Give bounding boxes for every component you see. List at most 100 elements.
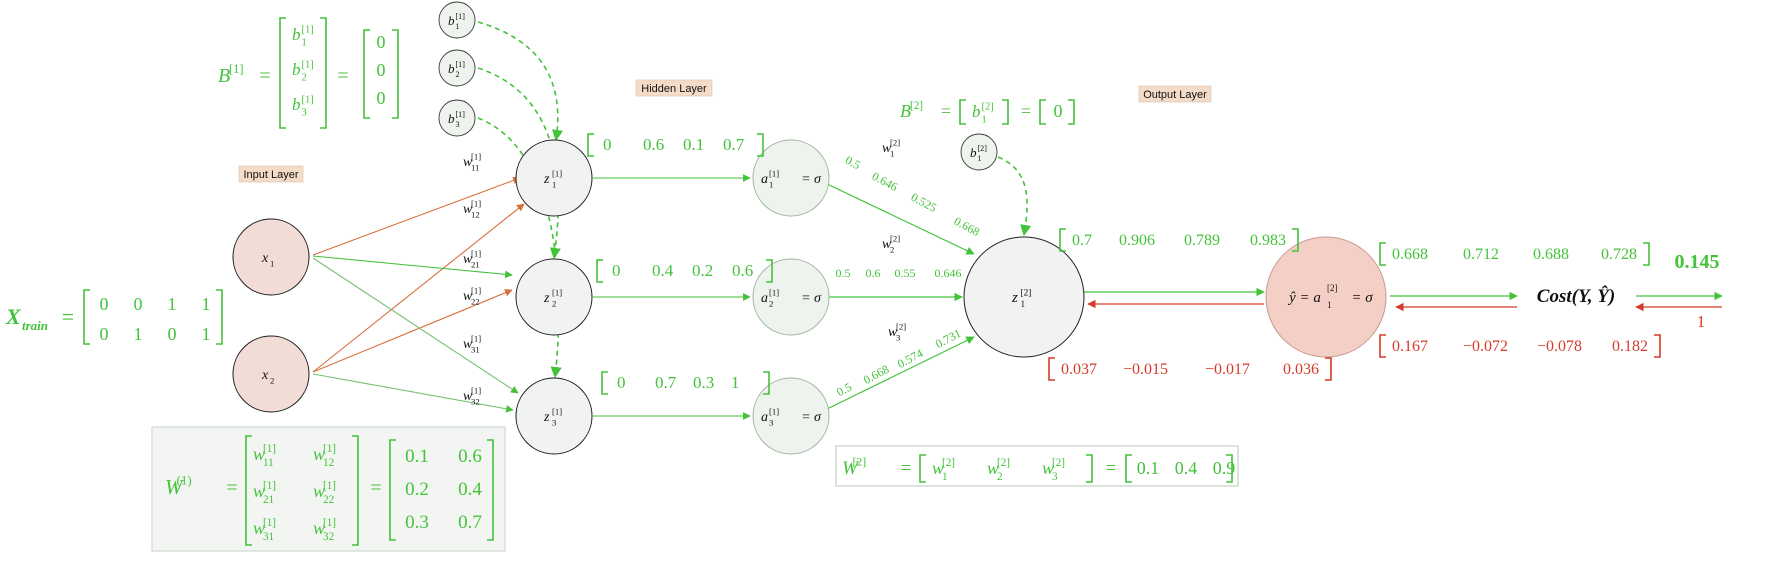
- hidden-node-a1: [752, 139, 830, 217]
- w2-symbol-2-base: w: [987, 458, 999, 478]
- a-node-label-1-sub: 1: [769, 179, 773, 189]
- z2-node-label: z[2]1: [1011, 288, 1031, 310]
- z1-value: 0.6: [643, 135, 664, 154]
- xtrain-rbracket: [216, 289, 223, 345]
- input-layer-label: Input Layer: [243, 169, 298, 181]
- w1-symbol-11: w[1]11: [253, 443, 276, 469]
- a1-value: 0.646: [935, 266, 962, 280]
- w2-symbol-3-sup: [2]: [1052, 457, 1065, 469]
- w1-eq2: =: [370, 477, 381, 499]
- bias1-entry-1-sup: [1]: [302, 24, 314, 35]
- w2-eq2: =: [1106, 458, 1117, 479]
- w1-matrix-box: [151, 426, 506, 552]
- bias-hidden-label-1-sub: 1: [456, 22, 460, 31]
- bias1-sym-lbracket: [279, 17, 286, 129]
- xtrain-eq: =: [62, 304, 74, 329]
- output-weight-label-3: w[2]3: [888, 322, 906, 343]
- w1-symbol-21-base: w: [253, 481, 265, 501]
- hidden-weight-label-11-sup: [1]: [471, 152, 481, 162]
- hidden-node-z3: [515, 377, 593, 455]
- a-node-label-2: a[1]2: [761, 288, 779, 309]
- a1-value: 0.731: [933, 326, 963, 351]
- output-node-z2: [963, 236, 1085, 358]
- z2-grad-values-rbracket: [1325, 357, 1332, 381]
- z1-value: 0: [612, 261, 621, 280]
- z1-value: 0.7: [655, 373, 677, 392]
- w1-symbol-21-sub: 21: [263, 494, 274, 506]
- bias1-value: 0: [377, 88, 386, 108]
- input-layer-label-bg: [238, 165, 304, 183]
- bias1-lhs-sup: [1]: [229, 62, 243, 76]
- bias1-sym-rbracket: [320, 17, 327, 129]
- w1-symbol-31-sub: 31: [263, 531, 274, 543]
- yhat-grad-values-lbracket: [1379, 334, 1386, 358]
- z-node-label-1-sub: 1: [552, 179, 556, 189]
- bias1-entry-3-base: b: [292, 95, 301, 114]
- input-node-label-1-base: x: [261, 251, 269, 266]
- bias1-entry-1: b[1]1: [292, 24, 314, 48]
- yhat-values-value: 0.688: [1533, 246, 1569, 263]
- output-weight-label-2-base: w: [882, 237, 892, 252]
- bias2-equation: B[2]=b[2]1=0: [900, 99, 1075, 125]
- yhat-values-lbracket: [1379, 242, 1386, 266]
- edge-b1-z1: [477, 21, 564, 142]
- w2-symbol-2-sup: [2]: [997, 457, 1010, 469]
- w1-value: 0.1: [405, 446, 429, 467]
- hidden-weight-label-21-sub: 21: [471, 259, 480, 269]
- hidden-weight-label-21: w[1]21: [463, 249, 481, 270]
- z-node-label-1: z[1]1: [543, 169, 562, 190]
- yhat-grad-values-value: 0.182: [1612, 338, 1648, 355]
- edge-b2-z2out: [997, 156, 1032, 237]
- xtrain-value: 1: [134, 324, 143, 344]
- edge-x1-z3: [312, 257, 519, 394]
- z1-row-rbracket: [766, 259, 773, 283]
- output-weight-label-2: w[2]2: [882, 234, 900, 255]
- bias2-val-rbracket: [1068, 99, 1075, 125]
- w2-lhs-base: W: [842, 458, 860, 479]
- hidden-weight-label-21-base: w: [463, 252, 473, 267]
- w1-symbol-32: w[1]32: [313, 517, 336, 543]
- a1-value: 0.668: [861, 362, 891, 387]
- bias1-entry-2-sup: [1]: [302, 59, 314, 70]
- z-node-label-2: z[1]2: [543, 288, 562, 309]
- hidden-layer-label-bg: [635, 79, 713, 97]
- a1-value: 0.668: [952, 214, 982, 239]
- yhat-node-sup: [2]: [1327, 283, 1338, 293]
- z-node-label-2-sub: 2: [552, 298, 556, 308]
- w2-sym-lbracket: [919, 454, 926, 483]
- z2-values-value: 0.7: [1072, 232, 1092, 249]
- output-weight-label-1-base: w: [882, 141, 892, 156]
- input-node-x2: [232, 335, 310, 413]
- bias-hidden-label-1-sup: [1]: [456, 12, 466, 21]
- w1-lhs-base: W: [165, 475, 185, 499]
- z1-value: 0.1: [683, 135, 704, 154]
- w1-symbol-21: w[1]21: [253, 480, 276, 506]
- bias1-entry-3: b[1]3: [292, 94, 314, 118]
- xtrain-value: 1: [168, 294, 177, 314]
- w1-symbol-31-base: w: [253, 518, 265, 538]
- edge-x1-z2: [312, 255, 513, 279]
- a1-value: 0.646: [870, 169, 900, 194]
- xtrain-lhs: X: [5, 304, 22, 329]
- output-weight-label-1-sub: 1: [890, 148, 894, 158]
- hidden-node-z2: [515, 258, 593, 336]
- a1-value: 0.574: [895, 346, 925, 371]
- output-layer-label: Output Layer: [1143, 89, 1207, 101]
- hidden-weight-label-31: w[1]31: [463, 334, 481, 355]
- bias1-entry-3-sub: 3: [302, 107, 307, 118]
- w2-lhs-sup: [2]: [853, 455, 867, 468]
- z-node-label-2-base: z: [543, 291, 550, 306]
- bias1-eq2: =: [337, 65, 348, 87]
- w2-symbol-1-base: w: [932, 458, 944, 478]
- bias-output-label-base: b: [970, 145, 977, 160]
- z2-values-value: 0.789: [1184, 232, 1220, 249]
- bias1-equation: B[1]=b[1]1b[1]2b[1]3=000: [218, 17, 399, 129]
